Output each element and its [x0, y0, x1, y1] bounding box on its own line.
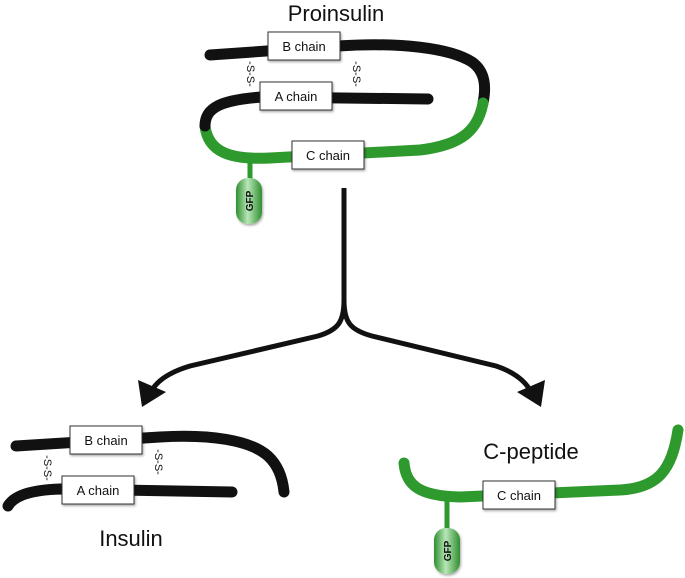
c-peptide-title: C-peptide — [483, 439, 578, 464]
arrowhead-to-insulin — [138, 380, 166, 407]
c-peptide-c-chain-label: C chain — [497, 488, 541, 503]
proinsulin-b-chain-strand — [204, 39, 491, 109]
insulin-disulfide-left: -S-S- — [41, 455, 53, 481]
insulin-b-chain-label: B chain — [84, 433, 127, 448]
proinsulin-b-chain-box — [267, 31, 341, 61]
c-peptide-chain-strand — [398, 424, 684, 503]
cleavage-arrow-right-branch — [341, 299, 533, 392]
proinsulin-c-chain-label: C chain — [306, 148, 350, 163]
proinsulin-title: Proinsulin — [288, 1, 385, 26]
insulin-a-chain-label: A chain — [77, 483, 120, 498]
insulin-disulfide-right: -S-S- — [152, 449, 164, 475]
insulin-title: Insulin — [99, 526, 163, 551]
c-peptide-gfp-tag — [434, 528, 460, 574]
proinsulin-disulfide-left: -S-S- — [244, 61, 256, 87]
proinsulin-a-chain-label: A chain — [275, 89, 318, 104]
proinsulin-a-chain-box — [259, 81, 333, 111]
proinsulin-b-chain-label: B chain — [282, 39, 325, 54]
insulin-b-chain-box — [69, 425, 143, 455]
proinsulin-disulfide-right: -S-S- — [350, 61, 362, 87]
proinsulin-gfp-tag — [236, 178, 262, 224]
insulin-a-chain-box — [61, 475, 135, 505]
arrowhead-to-c-peptide — [517, 380, 545, 407]
c-peptide-c-chain-box — [482, 480, 556, 510]
proinsulin-gfp-label: GFP — [245, 190, 256, 211]
insulin-b-chain-strand — [10, 430, 290, 498]
c-peptide-gfp-label: GFP — [443, 540, 454, 561]
insulin-a-chain-strand — [2, 483, 238, 512]
proinsulin-c-chain-box — [291, 140, 365, 170]
